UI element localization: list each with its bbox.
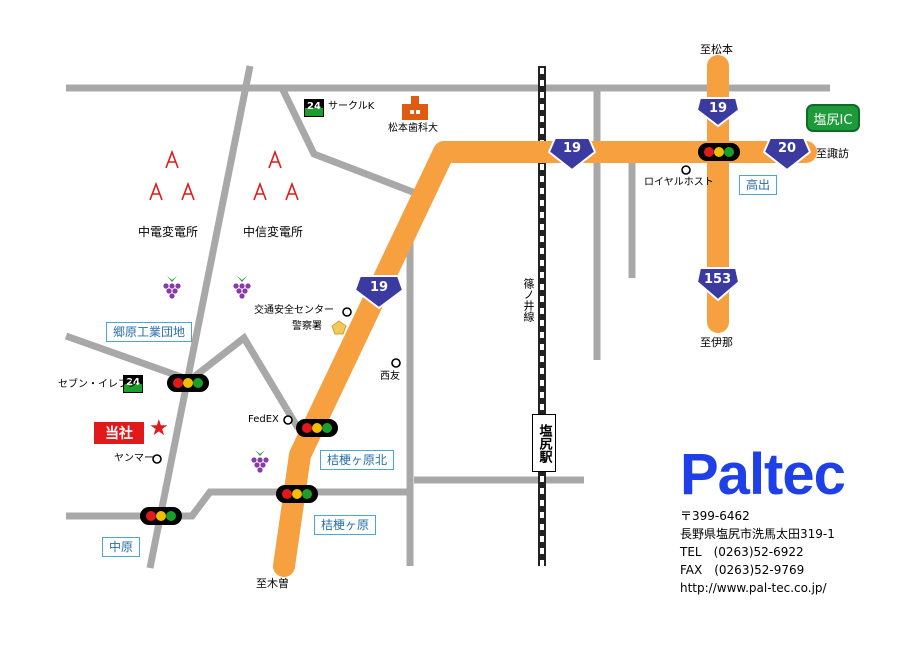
company-logo: Paltec (680, 442, 846, 507)
police-icon (331, 320, 347, 335)
station-label: 塩尻駅 (532, 414, 556, 472)
interchange-sign: 塩尻IC (806, 104, 860, 132)
destination-matsumoto: 至松本 (700, 43, 733, 56)
traffic-signal (698, 143, 740, 161)
destination-kiso: 至木曽 (256, 577, 289, 590)
route-number-19: 19 (709, 101, 728, 116)
vineyard-icon (251, 450, 269, 473)
landmark-fedex: FedEX (248, 414, 279, 425)
company-address: 長野県塩尻市洗馬太田319-1 (680, 527, 835, 541)
company-url[interactable]: http://www.pal-tec.co.jp/ (680, 581, 827, 595)
local-roads (64, 65, 830, 569)
traffic-signal (167, 374, 209, 392)
landmark-chuden-substation: 中電変電所 (138, 225, 199, 239)
route-number-20: 20 (778, 141, 797, 156)
postal-code: 〒399-6462 (680, 509, 750, 523)
headquarters-label: 当社 (94, 422, 144, 444)
route-shield-20 (762, 137, 812, 172)
convenience-store-icon: 24 (123, 375, 143, 393)
traffic-signal (296, 419, 338, 437)
place-nakahara: 中原 (102, 537, 141, 557)
place-kikyogahara: 桔梗ヶ原 (314, 515, 377, 535)
landmark-seven-eleven: セブン・イレブン (58, 379, 138, 390)
route-number-19: 19 (563, 141, 582, 156)
route-number-153: 153 (704, 272, 732, 287)
landmark-royal-host: ロイヤルホスト (644, 177, 714, 188)
badge-24-text: 24 (126, 377, 140, 388)
route-shield-153 (695, 267, 741, 302)
landmark-yanmar: ヤンマー (114, 453, 154, 464)
place-gohara-industrial-park: 郷原工業団地 (106, 322, 193, 342)
rail-line-label: 篠ノ井線 (522, 278, 535, 322)
landmark-markers (152, 165, 691, 464)
star-icon: ★ (149, 416, 169, 441)
route-shield-19-east (547, 137, 597, 172)
place-kikyogahara-north: 桔梗ヶ原北 (320, 450, 395, 470)
landmark-chushin-substation: 中信変電所 (243, 225, 304, 239)
landmark-seiyu: 西友 (380, 371, 400, 382)
transmission-tower-icon (149, 149, 299, 201)
route-shield-19-mid (353, 275, 405, 310)
company-tel: TEL (0263)52-6922 (680, 545, 804, 559)
destination-ina: 至伊那 (700, 336, 733, 349)
company-fax: FAX (0263)52-9769 (680, 563, 805, 577)
landmark-safety-center: 交通安全センター (254, 305, 334, 316)
vineyard-icon (233, 276, 251, 299)
badge-24-text: 24 (307, 101, 321, 112)
route-number-19: 19 (370, 280, 389, 295)
traffic-signal (140, 507, 182, 525)
landmark-circle-k: サークルK (328, 101, 375, 112)
traffic-signal (276, 485, 318, 503)
destination-suwa: 至諏訪 (816, 147, 849, 160)
landmark-dental-university: 松本歯科大 (388, 123, 438, 134)
route-shield-19-top (695, 97, 741, 128)
landmark-police: 警察署 (292, 321, 322, 332)
university-icon (402, 96, 428, 120)
vineyard-icon (163, 276, 181, 299)
rail-line (538, 66, 546, 566)
place-takaide: 高出 (739, 175, 778, 195)
convenience-store-icon: 24 (304, 99, 324, 117)
